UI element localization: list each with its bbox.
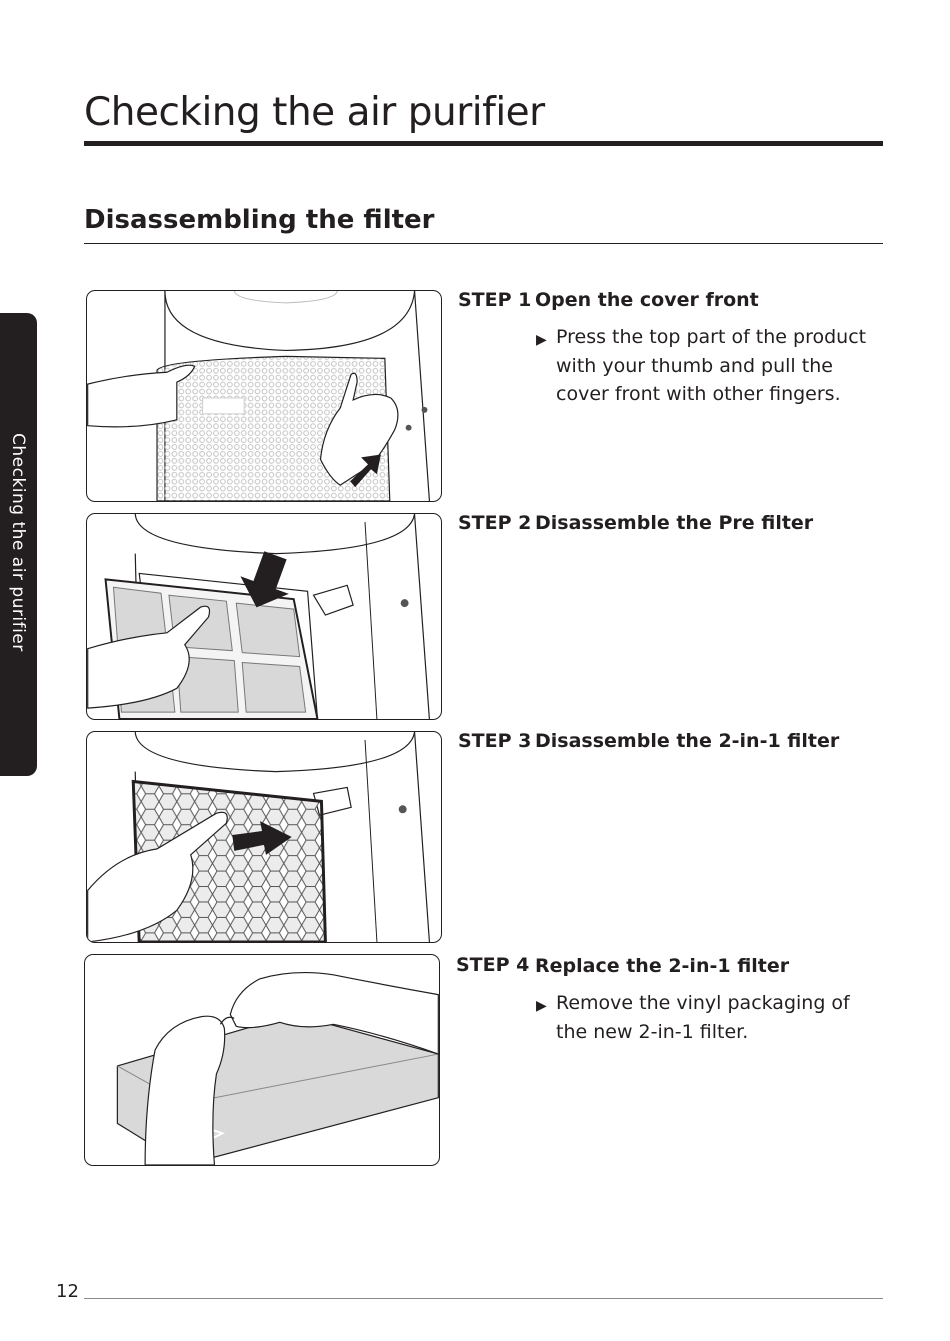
step-3: STEP 3 Disassemble the 2-in-1 filter — [458, 730, 888, 760]
step-title: Replace the 2-in-1 filter — [535, 955, 790, 977]
step-title: Disassemble the Pre filter — [535, 512, 814, 534]
page-number: 12 — [56, 1281, 79, 1302]
remove-packaging-illustration — [116, 972, 439, 1165]
illustration-step-4 — [84, 954, 440, 1166]
step-2: STEP 2 Disassemble the Pre filter — [458, 512, 888, 542]
footer-rule — [84, 1298, 883, 1299]
step-label: STEP 4 — [456, 954, 530, 976]
step-description-text: Remove the vinyl packaging of the new 2-… — [556, 992, 850, 1043]
open-cover-illustration — [87, 291, 431, 501]
step-title: Open the cover front — [535, 289, 759, 311]
title-rule — [84, 141, 883, 146]
section-title: Disassembling the filter — [84, 205, 435, 235]
step-title: Disassemble the 2-in-1 filter — [535, 730, 840, 752]
step-description-text: Press the top part of the product with y… — [556, 326, 867, 405]
step-label: STEP 1 — [458, 289, 532, 311]
bullet-arrow-icon: ▶ — [536, 998, 547, 1014]
illustration-step-1 — [86, 290, 442, 502]
step-description: ▶ Remove the vinyl packaging of the new … — [536, 989, 886, 1046]
illustration-step-2 — [86, 513, 442, 720]
two-in-one-filter-illustration — [87, 732, 431, 942]
side-tab — [0, 313, 37, 776]
step-label: STEP 2 — [458, 512, 532, 534]
pre-filter-illustration — [87, 514, 430, 719]
bullet-arrow-icon: ▶ — [536, 332, 547, 348]
page-title: Checking the air purifier — [84, 90, 545, 135]
side-tab-label: Checking the air purifier — [8, 433, 28, 652]
step-description: ▶ Press the top part of the product with… — [536, 323, 886, 409]
step-4: STEP 4 Replace the 2-in-1 filter ▶ Remov… — [456, 954, 886, 1054]
step-label: STEP 3 — [458, 730, 532, 752]
step-1: STEP 1 Open the cover front ▶ Press the … — [458, 289, 888, 409]
illustration-step-3 — [86, 731, 442, 943]
section-rule — [84, 243, 883, 244]
